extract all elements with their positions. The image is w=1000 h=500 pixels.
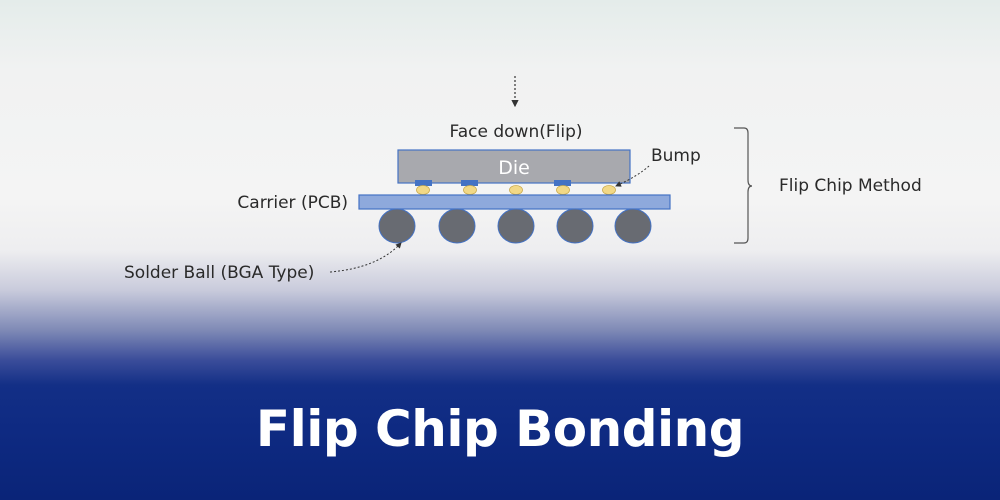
method-bracket [734, 127, 753, 244]
face-down-label: Face down(Flip) [450, 122, 583, 142]
bump [509, 185, 523, 195]
solder-ball-label: Solder Ball (BGA Type) [124, 263, 314, 283]
solder-balls [378, 208, 652, 244]
page-title: Flip Chip Bonding [255, 400, 745, 458]
bump-label: Bump [651, 146, 701, 166]
solder-ball [497, 208, 535, 244]
bumps [416, 185, 616, 195]
bump [416, 185, 430, 195]
solder-ball [378, 208, 416, 244]
die-pad [554, 180, 571, 186]
die-label: Die [498, 157, 530, 179]
solder-ball-pointer [329, 242, 402, 273]
solder-ball [556, 208, 594, 244]
carrier-label: Carrier (PCB) [237, 193, 348, 213]
bump [463, 185, 477, 195]
bump-pointer [615, 165, 650, 187]
die-pad [415, 180, 432, 186]
die [397, 149, 631, 184]
bump [556, 185, 570, 195]
method-label: Flip Chip Method [779, 176, 922, 196]
solder-ball [614, 208, 652, 244]
solder-ball [438, 208, 476, 244]
die-pad [461, 180, 478, 186]
carrier-pcb [358, 194, 671, 210]
die-pads [415, 180, 571, 186]
bump [602, 185, 616, 195]
